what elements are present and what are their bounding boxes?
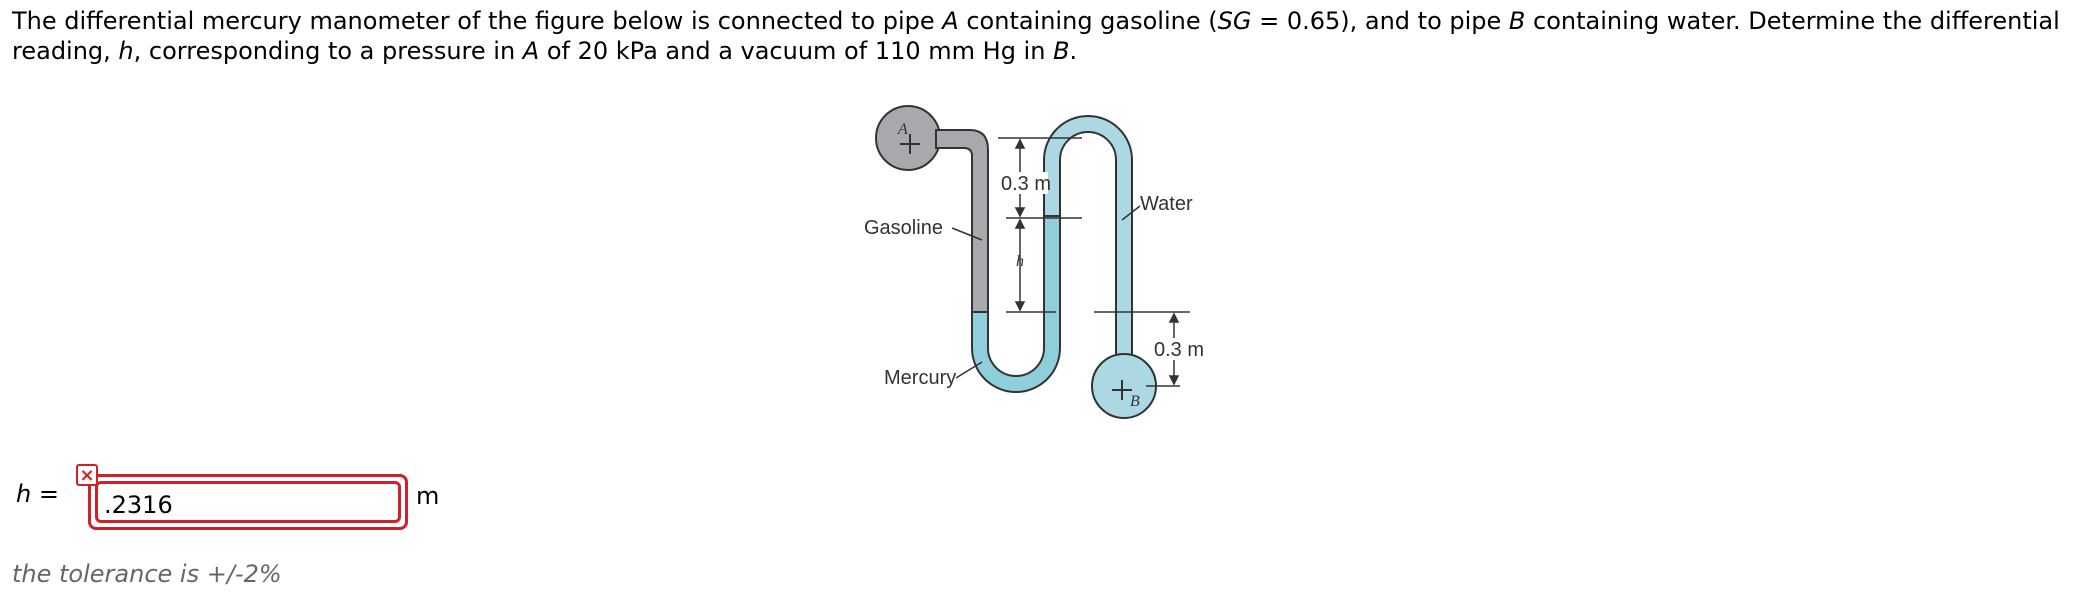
answer-variable-label: h = bbox=[16, 480, 59, 508]
unit-label: m bbox=[416, 482, 440, 510]
pipe-a-center-mark bbox=[900, 134, 920, 154]
problem-text: containing gasoline ( bbox=[958, 7, 1218, 35]
water-leader bbox=[1121, 205, 1141, 221]
pipe-b-symbol: B bbox=[1508, 7, 1526, 35]
dimension-top bbox=[1014, 138, 1026, 218]
pipe-a-label: A bbox=[897, 121, 908, 138]
dim-bottom-label-bg bbox=[1152, 338, 1202, 360]
h-symbol: h bbox=[118, 37, 134, 65]
problem-text: containing water. Determine the differen… bbox=[12, 7, 2060, 65]
mercury-u-tube bbox=[971, 215, 1061, 393]
dimension-bottom-label: 0.3 m bbox=[1154, 339, 1204, 361]
pipe-a-symbol: A bbox=[522, 37, 540, 65]
answer-variable: h bbox=[16, 480, 32, 508]
dimension-top-label: 0.3 m bbox=[1001, 173, 1051, 195]
pipe-a-symbol: A bbox=[942, 7, 959, 35]
pipe-a bbox=[875, 105, 941, 171]
problem-text: . bbox=[1069, 37, 1078, 65]
manometer-diagram: A B 0.3 m h 0.3 m Gasoline Water Mercury bbox=[864, 105, 1204, 419]
gasoline-tube bbox=[935, 129, 989, 313]
mercury-leader bbox=[955, 361, 983, 379]
dimension-h-label: h bbox=[1016, 253, 1024, 270]
problem-text: = 0.65), and to pipe bbox=[1251, 7, 1509, 35]
pipe-b-center-mark bbox=[1112, 380, 1132, 400]
dim-top-label-bg bbox=[998, 172, 1048, 194]
dimension-h bbox=[1014, 218, 1026, 312]
water-callout: Water bbox=[1140, 193, 1193, 215]
problem-text: The differential mercury manometer of th… bbox=[12, 7, 943, 35]
pipe-b-symbol: B bbox=[1053, 37, 1070, 65]
sg-symbol: SG bbox=[1217, 7, 1252, 35]
x-mark-icon: × bbox=[76, 464, 98, 486]
tolerance-note: the tolerance is +/-2% bbox=[12, 560, 282, 588]
gasoline-leader bbox=[951, 227, 983, 241]
answer-input-box bbox=[95, 481, 401, 523]
problem-text: , corresponding to a pressure in bbox=[133, 37, 523, 65]
mercury-callout: Mercury bbox=[884, 367, 956, 389]
answer-row: h = × m bbox=[16, 464, 616, 532]
answer-input[interactable] bbox=[104, 489, 384, 521]
manometer-figure: A B 0.3 m h 0.3 m Gasoline Water Mercury bbox=[860, 100, 1260, 430]
answer-input-frame bbox=[88, 474, 408, 530]
gasoline-callout: Gasoline bbox=[864, 217, 943, 239]
equals-sign: = bbox=[31, 480, 59, 508]
problem-text: of 20 kPa and a vacuum of 110 mm Hg in bbox=[539, 37, 1054, 65]
problem-statement: The differential mercury manometer of th… bbox=[12, 6, 2082, 66]
pipe-b-label: B bbox=[1130, 393, 1140, 410]
